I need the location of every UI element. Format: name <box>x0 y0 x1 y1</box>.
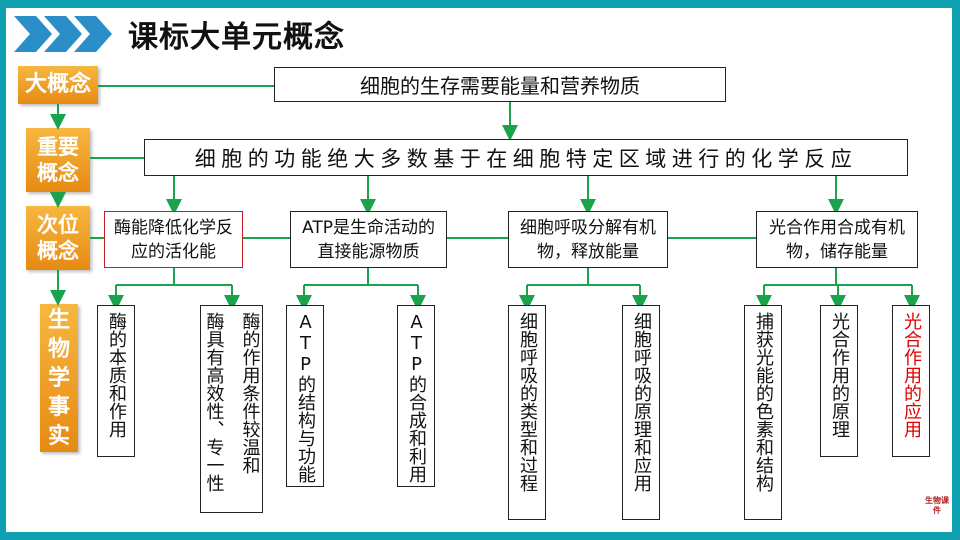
fact-text: 细胞呼吸的类型和过程 <box>517 312 538 492</box>
fact-text: 酶具有高效性、专一性 <box>203 312 225 492</box>
fact-respiration-principle: 细胞呼吸的原理和应用 <box>622 305 660 520</box>
fact-enzyme-nature: 酶的本质和作用 <box>97 305 135 457</box>
fact-text: ATP的结构与功能 <box>295 312 316 483</box>
big-concept-text: 细胞的生存需要能量和营养物质 <box>360 74 640 98</box>
level-biology-facts: 生物学事实 <box>40 304 78 452</box>
important-concept-box: 细胞的功能绝大多数基于在细胞特定区域进行的化学反应 <box>144 139 908 176</box>
fact-pigments-structure: 捕获光能的色素和结构 <box>744 305 782 520</box>
fact-atp-structure: ATP的结构与功能 <box>286 305 324 487</box>
fact-photosynthesis-principle: 光合作用的原理 <box>820 305 858 457</box>
level-big-concept: 大概念 <box>18 66 98 104</box>
big-concept-box: 细胞的生存需要能量和营养物质 <box>274 67 726 102</box>
level-facts-label: 生物学事实 <box>47 307 70 449</box>
secondary-concept-photosynthesis: 光合作用合成有机物，储存能量 <box>756 211 918 268</box>
secondary-concept-atp: ATP是生命活动的直接能源物质 <box>290 211 447 268</box>
secondary-concept-text: 酶能降低化学反应的活化能 <box>114 217 233 262</box>
secondary-concept-text: 光合作用合成有机物，储存能量 <box>769 217 905 262</box>
frame-left <box>0 0 6 540</box>
fact-text: ATP的合成和利用 <box>406 312 427 483</box>
level-important-label: 重要概念 <box>37 134 79 185</box>
page-title: 课标大单元概念 <box>128 20 345 55</box>
logo-text: 生物课件 <box>925 496 949 515</box>
secondary-concept-respiration: 细胞呼吸分解有机物，释放能量 <box>508 211 668 268</box>
secondary-concept-text: 细胞呼吸分解有机物，释放能量 <box>520 217 656 262</box>
fact-atp-synthesis: ATP的合成和利用 <box>397 305 435 487</box>
level-secondary-label: 次位概念 <box>37 212 79 263</box>
frame-top <box>0 0 960 8</box>
frame-right <box>952 0 960 540</box>
fact-text: 酶的作用条件较温和 <box>239 312 261 474</box>
fact-text: 酶的本质和作用 <box>106 312 127 438</box>
fact-enzyme-properties: 酶具有高效性、专一性 酶的作用条件较温和 <box>200 305 263 513</box>
chevron-arrows-icon <box>14 16 112 52</box>
fact-respiration-types: 细胞呼吸的类型和过程 <box>508 305 546 520</box>
secondary-concept-enzyme: 酶能降低化学反应的活化能 <box>104 211 243 268</box>
fact-photosynthesis-application: 光合作用的应用 <box>892 305 930 457</box>
fact-text: 光合作用的原理 <box>829 312 850 438</box>
level-secondary-concept: 次位概念 <box>26 206 90 270</box>
fact-text: 捕获光能的色素和结构 <box>753 312 774 492</box>
secondary-concept-text: ATP是生命活动的直接能源物质 <box>302 217 435 262</box>
logo: 生物课件 <box>922 496 952 526</box>
important-concept-text: 细胞的功能绝大多数基于在细胞特定区域进行的化学反应 <box>194 146 858 171</box>
fact-text: 细胞呼吸的原理和应用 <box>631 312 652 492</box>
fact-text-highlight: 光合作用的应用 <box>901 312 922 438</box>
frame-bottom <box>0 532 960 540</box>
level-important-concept: 重要概念 <box>26 128 90 192</box>
